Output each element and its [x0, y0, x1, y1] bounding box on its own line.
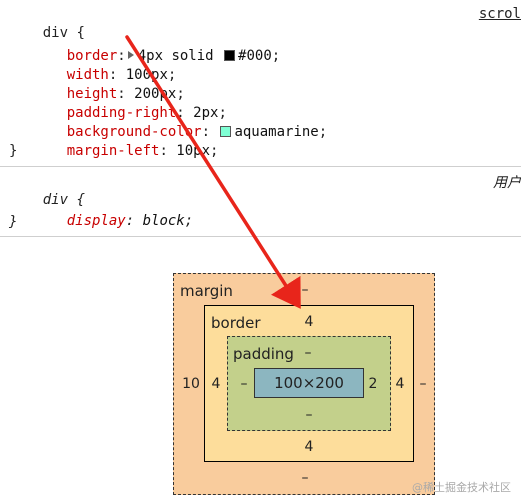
rule-selector[interactable]: div	[42, 192, 69, 208]
margin-right-value[interactable]: –	[419, 376, 427, 392]
property-value: 10px	[176, 143, 211, 159]
property-name: margin-left	[66, 143, 160, 159]
color-value: #000	[238, 48, 272, 64]
padding-bottom-value[interactable]: –	[305, 407, 313, 423]
property-value: block	[142, 213, 185, 229]
css-rule-user-agent-div: div { display: block; }	[0, 167, 521, 237]
property-name: width	[66, 67, 109, 83]
border-label: border	[211, 314, 261, 332]
margin-bottom-value[interactable]: –	[301, 470, 309, 486]
rule-close-brace: }	[9, 143, 18, 159]
box-model-content[interactable]: 100×200	[254, 368, 364, 398]
border-bottom-value[interactable]: 4	[304, 439, 314, 455]
rule-close-brace: }	[9, 214, 18, 230]
color-value: aquamarine	[234, 124, 319, 140]
border-right-value[interactable]: 4	[395, 376, 405, 392]
padding-left-value[interactable]: –	[240, 376, 248, 392]
property-name: border	[66, 48, 118, 64]
watermark: @稀土掘金技术社区	[412, 481, 511, 494]
property-name: display	[66, 213, 126, 229]
css-rule-div: div { scrol border:4px solid #000; width…	[0, 0, 521, 167]
rule-selector-line: div {	[42, 192, 85, 208]
rule-origin-label: 用户	[493, 175, 521, 191]
margin-left-value[interactable]: 10	[182, 376, 200, 392]
margin-label: margin	[180, 282, 233, 300]
stylesheet-source-link[interactable]: scrol	[478, 6, 521, 22]
rule-selector[interactable]: div	[42, 25, 69, 41]
content-size: 100×200	[274, 374, 344, 392]
padding-top-value[interactable]: –	[304, 345, 312, 361]
rule-selector-line: div {	[42, 25, 85, 41]
padding-right-value[interactable]: 2	[368, 376, 378, 392]
color-swatch[interactable]	[224, 50, 236, 61]
border-left-value[interactable]: 4	[211, 376, 221, 392]
property-name: height	[66, 86, 118, 102]
border-top-value[interactable]: 4	[304, 314, 314, 330]
padding-label: padding	[233, 345, 294, 363]
declaration-display: display: block;	[66, 213, 194, 229]
color-swatch[interactable]	[220, 126, 232, 137]
margin-top-value[interactable]: –	[301, 282, 309, 298]
